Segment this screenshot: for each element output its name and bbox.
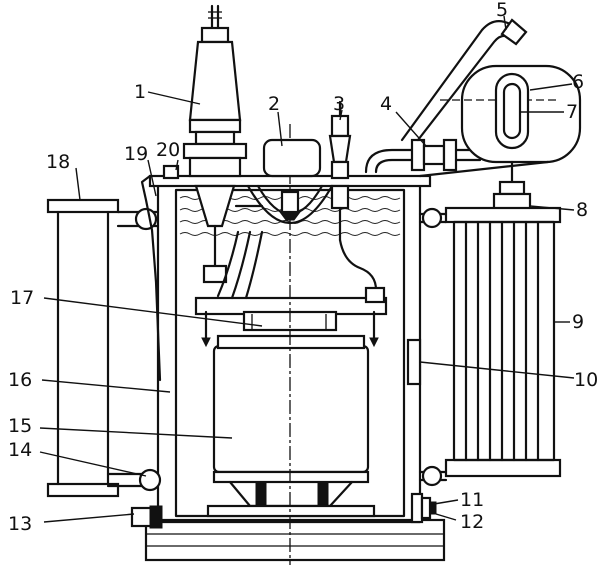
- hv-bushing: [182, 4, 248, 284]
- base-skid: [144, 518, 446, 562]
- oil-level-gauge: [494, 72, 530, 150]
- label-2: 2: [268, 93, 280, 115]
- oil-drain-valve: [410, 492, 437, 524]
- label-19: 19: [124, 143, 148, 165]
- breather-pipe: [140, 174, 162, 382]
- lv-bushing: [328, 100, 386, 304]
- label-8: 8: [576, 199, 588, 221]
- label-14: 14: [8, 439, 32, 461]
- gas-relay: [246, 138, 334, 225]
- label-4: 4: [380, 93, 392, 115]
- label-1: 1: [134, 81, 146, 103]
- label-10: 10: [574, 369, 598, 391]
- label-3: 3: [333, 93, 345, 115]
- thermometer: [162, 164, 180, 180]
- conservator-support: [418, 160, 550, 198]
- winding-coil: [212, 334, 370, 474]
- label-11: 11: [460, 489, 484, 511]
- label-17: 17: [10, 287, 34, 309]
- label-12: 12: [460, 511, 484, 533]
- label-7: 7: [566, 101, 578, 123]
- label-15: 15: [8, 415, 32, 437]
- part-labels: 1 2 3 4 5 6 7 8 9 10 11 12 13 14 15 16 1…: [8, 0, 598, 535]
- core-clamp-top: [194, 296, 388, 332]
- base-wheel: [130, 505, 163, 529]
- leader-lines: [39, 15, 575, 523]
- label-20: 20: [156, 139, 180, 161]
- radiator: [418, 206, 562, 487]
- label-5: 5: [496, 0, 508, 21]
- label-6: 6: [572, 71, 584, 93]
- label-16: 16: [8, 369, 32, 391]
- label-9: 9: [572, 311, 584, 333]
- lead-cables: [216, 204, 264, 300]
- conservator-pipe: [364, 138, 482, 174]
- thermosiphon-filter: [46, 198, 162, 498]
- label-13: 13: [8, 513, 32, 535]
- core-lower-clamp: [206, 470, 376, 518]
- insulating-support: [201, 310, 379, 348]
- label-18: 18: [46, 151, 70, 173]
- nameplate: [406, 338, 422, 386]
